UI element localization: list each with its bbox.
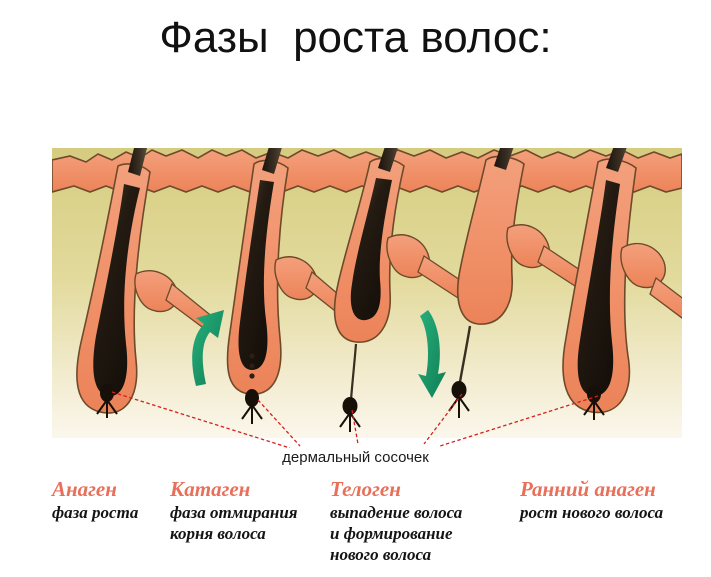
- arrector-muscle-5: [649, 276, 682, 319]
- leader-line-1: [111, 391, 291, 448]
- hair-bulb-5: [577, 180, 620, 396]
- leader-line-5: [439, 395, 599, 447]
- phase-heading-catagen: Катаген: [170, 477, 251, 501]
- hair-cycle-svg: [52, 148, 682, 448]
- skin-cross-section: [52, 148, 682, 438]
- phase-subtext-catagen: фаза отмирания корня волоса: [170, 503, 298, 543]
- phase-label-telogen: Телоген выпадение волоса и формирование …: [330, 476, 520, 565]
- phase-heading-anagen: Анаген: [52, 477, 117, 501]
- club-hair-bulb-3: [350, 178, 392, 321]
- hair-shaft-5: [606, 148, 627, 172]
- arrow-up-icon: [192, 310, 224, 386]
- follicle-early-anagen: [562, 148, 682, 420]
- hair-shaft-3: [378, 148, 398, 172]
- leader-line-4: [423, 393, 463, 445]
- phase-heading-early-anagen: Ранний анаген: [520, 477, 656, 501]
- hair-shaft-2: [262, 148, 282, 174]
- dermal-papilla-3: [339, 397, 361, 432]
- hair-shaft-4: [494, 148, 514, 170]
- hair-growth-illustration: [0, 88, 711, 448]
- dermal-papilla-1: [96, 384, 118, 418]
- phase-subtext-anagen: фаза роста: [52, 503, 139, 522]
- phase-label-catagen: Катаген фаза отмирания корня волоса: [170, 476, 350, 544]
- follicle-telogen: [333, 148, 467, 432]
- arrow-down-icon: [418, 310, 446, 398]
- follicle-sheath-4: [456, 155, 525, 325]
- phase-heading-telogen: Телоген: [330, 477, 401, 501]
- detached-strand-3: [349, 343, 358, 401]
- hair-bulb-2: [238, 180, 274, 370]
- phase-label-anagen: Анаген фаза роста: [52, 476, 202, 523]
- hair-shaft-1: [128, 148, 147, 176]
- shed-strand-4: [458, 325, 472, 383]
- hair-bulb-1: [93, 184, 140, 397]
- phase-subtext-telogen: выпадение волоса и формирование нового в…: [330, 503, 463, 564]
- phase-subtext-early-anagen: рост нового волоса: [520, 503, 664, 522]
- page-title: Фазы роста волос:: [159, 13, 552, 62]
- dermal-papilla-2: [241, 389, 263, 424]
- dermal-papilla-caption: дермальный сосочек: [282, 449, 429, 466]
- papilla-leader-lines: [111, 391, 599, 448]
- phase-legend: Анаген фаза роста Катаген фаза отмирания…: [0, 476, 711, 577]
- leader-line-2: [257, 399, 301, 447]
- phase-label-early-anagen: Ранний анаген рост нового волоса: [520, 476, 710, 523]
- follicle-catagen: [226, 148, 353, 424]
- retraction-dots-2: [249, 353, 255, 379]
